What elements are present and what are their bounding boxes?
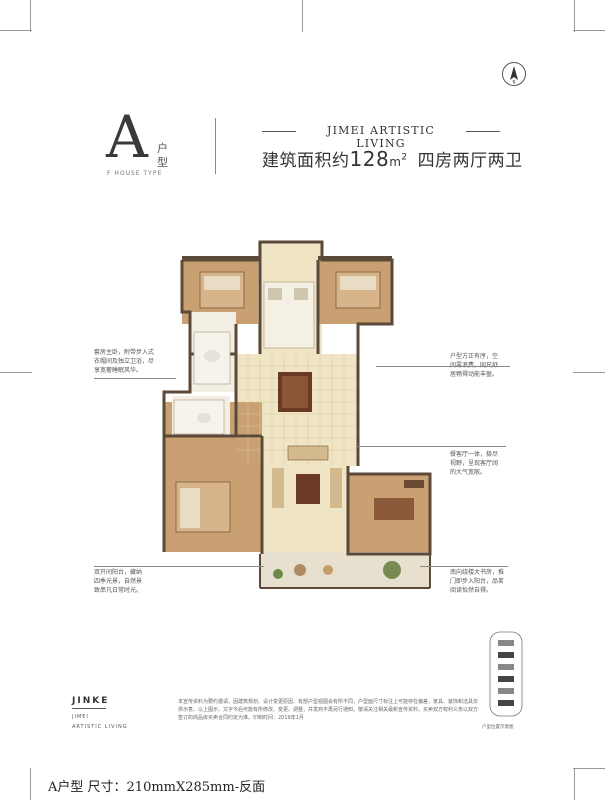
dining-table (278, 372, 312, 412)
second-bedroom-furniture (335, 271, 381, 309)
crop-mark (302, 0, 303, 32)
unit-type-en: F HOUSE TYPE (107, 170, 163, 177)
callout-line: 居畅得动能丰盈。 (450, 371, 499, 378)
callout-line: 四季光景，自然景 (94, 578, 143, 585)
callout-line: 户型方正有序，空 (450, 353, 499, 360)
tagline: JIMEI ARTISTIC LIVING (326, 124, 436, 150)
callout-line: 餐客厅一体，极尽 (450, 451, 499, 458)
callout-line: 衣帽间及独立卫浴，尽 (94, 358, 155, 365)
callout-layout: 户型方正有序，空 间零浪费，同尺舒 居畅得动能丰盈。 (450, 352, 498, 379)
third-bedroom-furniture (175, 481, 231, 533)
callout-leader (94, 566, 264, 567)
callout-line: 门即步入阳台，品茗 (450, 578, 505, 585)
callout-living: 餐客厅一体，极尽 视野，呈现客厅阔 的大气宽敞。 (450, 450, 498, 477)
master-bedroom-furniture (199, 271, 245, 309)
tagline-rule (466, 131, 500, 132)
callout-line: 阅读怡然自得。 (450, 587, 493, 594)
headline: 建筑面积约128m2 四房两厅两卫 (262, 146, 523, 171)
crop-mark (573, 768, 605, 769)
key-plan-icon (489, 631, 523, 717)
headline-unit-sup: 2 (401, 152, 408, 163)
footer-spec: A户型 尺寸：210mmX285mm-反面 (48, 780, 266, 795)
brand-line2: JIMEI (72, 714, 89, 720)
callout-study: 南向绕楼大书房，推 门即步入阳台，品茗 阅读怡然自得。 (450, 568, 504, 595)
brand-rule (72, 708, 106, 709)
brand-line3: ARTISTIC LIVING (72, 724, 128, 730)
callout-leader (94, 378, 176, 379)
callout-line: 间零浪费，同尺舒 (450, 361, 498, 370)
callout-master-suite: 套房主卧，附带步入式 衣帽间及独立卫浴，尽 享宽奢睡眠风华。 (94, 348, 154, 375)
crop-mark (573, 372, 605, 373)
disclaimer: 本宣传资料为要约邀请，因建筑规划、设计变更原因，有部户型视图会有所不同，户型面尺… (178, 699, 479, 721)
balcony (259, 554, 431, 589)
headline-area: 128 (349, 147, 390, 171)
tagline-group: JIMEI ARTISTIC LIVING (262, 124, 500, 150)
crop-mark (30, 768, 31, 800)
crop-mark (30, 0, 31, 32)
headline-prefix: 建筑面积约 (262, 151, 350, 171)
crop-mark (573, 30, 605, 31)
crop-mark (0, 372, 32, 373)
unit-type-letter: A (106, 103, 148, 171)
callout-line: 南向绕楼大书房，推 (450, 569, 505, 576)
unit-type-cn: 户 (157, 142, 168, 155)
study-furniture (374, 480, 424, 520)
callout-leader (376, 366, 510, 367)
bathrooms (173, 331, 231, 435)
callout-line: 视野，呈现客厅阔 (450, 460, 499, 467)
callout-line: 双开间阳台，藏纳 (94, 569, 143, 576)
unit-type-cn: 型 (157, 156, 168, 169)
crop-mark (0, 30, 32, 31)
tagline-rule (262, 131, 296, 132)
living-room-furniture (272, 445, 342, 508)
headline-unit: m (389, 155, 402, 169)
divider (215, 118, 216, 174)
callout-line: 享宽奢睡眠风华。 (94, 367, 143, 374)
callout-balcony: 双开间阳台，藏纳 四季光景，自然景 致串凡日常时光。 (94, 568, 142, 595)
kitchen (263, 281, 315, 349)
key-plan-label: 户型位置示意图 (482, 725, 514, 730)
north-compass-icon: N (502, 62, 526, 86)
callout-line: 的大气宽敞。 (450, 469, 487, 476)
headline-rooms: 四房两厅两卫 (417, 151, 523, 171)
callout-line: 致串凡日常时光。 (94, 587, 143, 594)
floor-plan (162, 240, 432, 589)
brand-name: JINKE (72, 696, 110, 706)
callout-leader (356, 446, 506, 447)
callout-line: 套房主卧，附带步入式 (94, 349, 155, 356)
svg-text:N: N (513, 80, 516, 85)
crop-mark (574, 768, 575, 800)
crop-mark (574, 0, 575, 32)
callout-leader (420, 566, 508, 567)
